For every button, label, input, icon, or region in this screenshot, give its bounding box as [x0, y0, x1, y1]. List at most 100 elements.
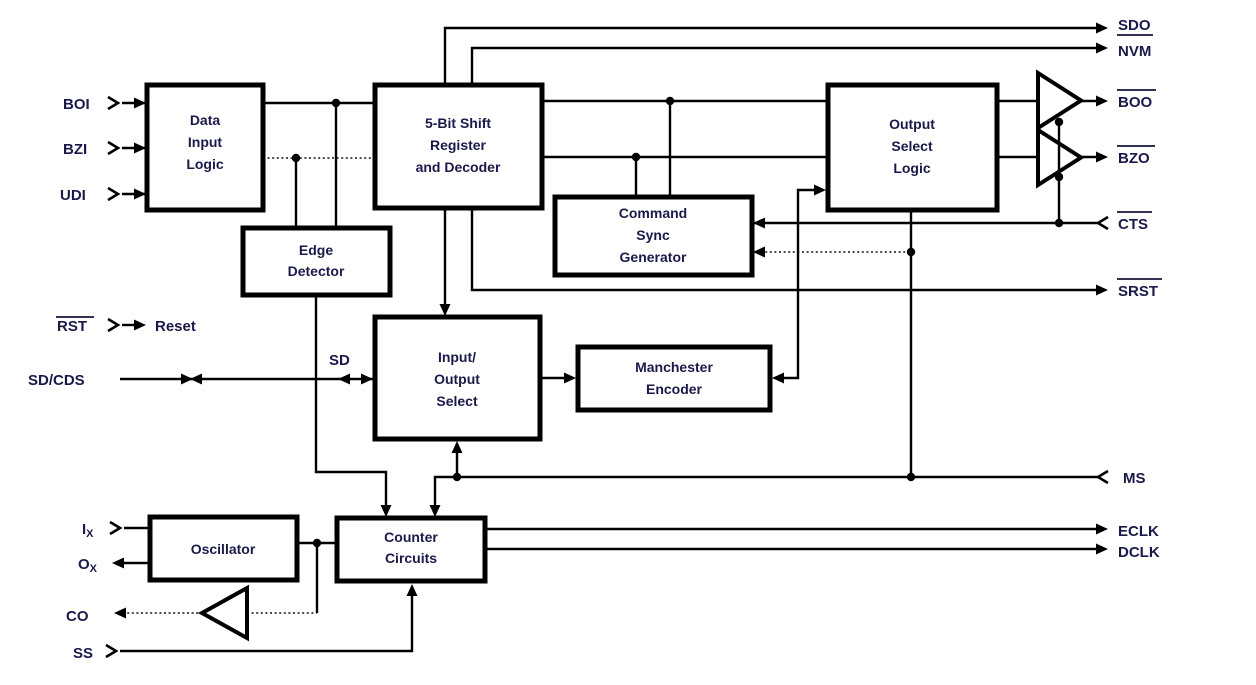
udi-arrowhead: [134, 188, 146, 200]
pin-label-bzo: BZO: [1118, 150, 1150, 167]
udi-chevron-icon: [107, 186, 121, 202]
pin-label-co: CO: [66, 608, 89, 625]
wire-srst-net: [470, 208, 1097, 292]
block-data-input-logic: [144, 82, 266, 213]
junction-dot: [665, 96, 675, 106]
bzi-chevron-icon: [107, 140, 121, 156]
pin-label-dclk: DCLK: [1118, 544, 1160, 561]
sd-left-arrowhead: [338, 373, 350, 385]
svg-text:Sync: Sync: [636, 227, 670, 243]
junction-dot: [1054, 218, 1064, 228]
ms-chevron-icon: [1095, 469, 1109, 485]
svg-text:Circuits: Circuits: [385, 550, 437, 566]
manchester-left-arrowhead: [564, 372, 576, 384]
pin-label-rst: RST: [57, 318, 87, 335]
pin-label-cts: CTS: [1118, 216, 1148, 233]
sdcds-bidir-right-arrowhead: [181, 373, 193, 385]
junction-dot: [312, 538, 322, 548]
junction-dot: [452, 472, 462, 482]
svg-text:Input: Input: [188, 134, 223, 150]
manchester-encoder-label: Manchester: [635, 359, 713, 375]
command-sync-generator-label: Command: [619, 205, 687, 221]
co-arrowhead: [114, 607, 126, 619]
pin-label-sdo: SDO: [1118, 17, 1151, 34]
ios-top-arrowhead: [439, 304, 451, 316]
ox-arrowhead: [112, 557, 124, 569]
block-labels: Data Input Logic 5-Bit Shift Register an…: [186, 112, 935, 566]
junction-dots: [291, 96, 1064, 548]
wires: [116, 26, 1098, 653]
block-command-sync-generator: [552, 194, 755, 278]
block-manchester-encoder: [575, 344, 773, 413]
block-counter-circuits: [334, 515, 488, 584]
oscillator-label: Oscillator: [191, 541, 256, 557]
pin-label-srst: SRST: [1118, 283, 1158, 300]
block-oscillator: [147, 514, 300, 583]
svg-text:Detector: Detector: [288, 263, 345, 279]
wire-osl-manchester-link: [777, 188, 823, 380]
svg-text:Select: Select: [891, 138, 933, 154]
edge-detector-label: Edge: [299, 242, 333, 258]
sdo-arrowhead: [1096, 22, 1108, 34]
output-select-logic-label: Output: [889, 116, 935, 132]
counter-top-arrowhead-2: [429, 505, 441, 517]
junction-dot: [291, 153, 301, 163]
net-label-sd: SD: [329, 352, 350, 369]
wire-edge-to-counter: [314, 295, 388, 505]
junction-dot: [331, 98, 341, 108]
nvm-arrowhead: [1096, 42, 1108, 54]
reset-note: Reset: [155, 318, 196, 335]
boo-arrowhead: [1096, 95, 1108, 107]
counter-bottom-arrowhead: [406, 584, 418, 596]
pin-label-boi: BOI: [63, 96, 90, 113]
block-output-select-logic: [825, 82, 1000, 213]
boi-chevron-icon: [107, 95, 121, 111]
osl-input-arrowhead: [814, 184, 826, 196]
svg-text:Encoder: Encoder: [646, 381, 703, 397]
buffer-wires: [997, 99, 1097, 223]
wire-sdo-net: [443, 26, 1097, 85]
csg-cts-arrowhead: [753, 217, 765, 229]
input-output-select-label: Input/: [438, 349, 476, 365]
pin-label-ox: OX: [78, 556, 98, 575]
blocks: [144, 82, 1000, 584]
block-shift-register: [372, 82, 545, 211]
block-input-output-select: [372, 314, 543, 442]
co-output-buffer-icon: [197, 584, 249, 642]
dclk-arrowhead: [1096, 543, 1108, 555]
svg-text:Logic: Logic: [186, 156, 224, 172]
block-edge-detector: [240, 225, 393, 298]
data-input-logic-label: Data: [190, 112, 221, 128]
pin-label-boo: BOO: [1118, 94, 1153, 111]
wire-nvm-net: [470, 46, 1097, 85]
svg-text:Register: Register: [430, 137, 487, 153]
eclk-arrowhead: [1096, 523, 1108, 535]
svg-text:and Decoder: and Decoder: [416, 159, 501, 175]
ix-chevron-icon: [109, 520, 123, 536]
manchester-right-arrowhead: [772, 372, 784, 384]
shift-register-label: 5-Bit Shift: [425, 115, 491, 131]
sd-right-arrowhead: [361, 373, 373, 385]
svg-text:Select: Select: [436, 393, 478, 409]
rst-chevron-icon: [107, 317, 121, 333]
bzo-arrowhead: [1096, 151, 1108, 163]
junction-dot: [906, 247, 916, 257]
ss-chevron-icon: [105, 643, 119, 659]
sdcds-bidir-left-arrowhead: [190, 373, 202, 385]
arrowheads: [105, 22, 1109, 659]
pin-label-udi: UDI: [60, 187, 86, 204]
pin-label-nvm: NVM: [1118, 43, 1151, 60]
junction-dot: [906, 472, 916, 482]
junction-dot: [1054, 172, 1064, 182]
svg-text:Output: Output: [434, 371, 480, 387]
pin-label-ix: IX: [82, 521, 94, 540]
wire-ms-net: [433, 475, 1098, 505]
svg-text:Generator: Generator: [620, 249, 687, 265]
counter-circuits-label: Counter: [384, 529, 438, 545]
csg-dashed-arrowhead: [753, 246, 765, 258]
pin-label-eclk: ECLK: [1118, 523, 1159, 540]
cts-chevron-icon: [1095, 215, 1109, 231]
counter-top-arrowhead-1: [380, 505, 392, 517]
boi-arrowhead: [134, 97, 146, 109]
